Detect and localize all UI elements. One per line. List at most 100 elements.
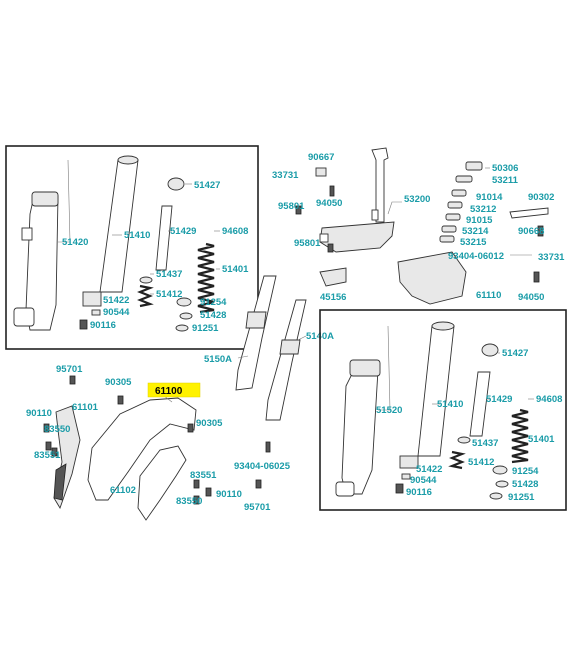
- front-fender-assembly: [43, 375, 271, 521]
- fork-slider-51420: [13, 191, 59, 331]
- spring-51412: [137, 284, 154, 308]
- label-51429-b: 51429: [486, 394, 512, 405]
- label-90667: 90667: [308, 152, 334, 163]
- oring-91251: [175, 324, 189, 332]
- label-53212: 53212: [470, 204, 496, 215]
- label-51429: 51429: [170, 226, 196, 237]
- spring-51401-b: [511, 408, 529, 464]
- left-fork-box: [5, 145, 259, 350]
- steering-stem-assembly: [295, 147, 549, 305]
- label-94050-b: 94050: [518, 292, 544, 303]
- label-53214: 53214: [462, 226, 489, 237]
- label-53215: 53215: [460, 237, 487, 248]
- label-91254: 91254: [200, 297, 227, 308]
- label-90110-b: 90110: [216, 489, 242, 500]
- spring-51412-b: [448, 450, 466, 470]
- label-95701: 95701: [56, 364, 83, 375]
- label-90302: 90302: [528, 192, 554, 203]
- label-51401: 51401: [222, 264, 249, 275]
- label-90544-b: 90544: [410, 475, 437, 486]
- label-90110: 90110: [26, 408, 52, 419]
- oring-91251-b: [489, 492, 503, 500]
- bolt-90116-b: [395, 483, 404, 494]
- label-94608: 94608: [222, 226, 248, 237]
- label-91015: 91015: [466, 215, 493, 226]
- label-53200: 53200: [404, 194, 430, 205]
- label-91254-b: 91254: [512, 466, 539, 477]
- right-fork-assembly: [319, 309, 567, 511]
- center-fork-legs: [235, 275, 307, 421]
- fender-labels: 95701 90305 61100 90110 61101 83550 8355…: [26, 364, 291, 513]
- label-45156: 45156: [320, 292, 346, 303]
- right-fork-box: [319, 309, 567, 511]
- damper-rod-51429: [155, 205, 173, 271]
- label-90544: 90544: [103, 307, 130, 318]
- label-51412: 51412: [156, 289, 182, 300]
- label-95801-b: 95801: [294, 238, 321, 249]
- label-51428-b: 51428: [512, 479, 538, 490]
- label-90116-b: 90116: [406, 487, 432, 498]
- label-90305: 90305: [105, 377, 132, 388]
- label-90116: 90116: [90, 320, 116, 331]
- label-61102: 61102: [110, 485, 136, 496]
- stem-labels: 90667 33731 94050 95801 53200 95801 5030…: [272, 152, 565, 303]
- label-51401-b: 51401: [528, 434, 555, 445]
- label-91251-b: 91251: [508, 492, 535, 503]
- left-fork-assembly: [5, 145, 259, 350]
- seal-91254-b: [492, 465, 508, 475]
- washer-90544-b: [401, 473, 411, 480]
- label-95701-b: 95701: [244, 502, 271, 513]
- label-51427: 51427: [194, 180, 220, 191]
- label-93404-06012: 93404-06012: [448, 251, 504, 262]
- label-51420: 51420: [62, 237, 88, 248]
- label-51422: 51422: [103, 295, 129, 306]
- label-83551-b: 83551: [190, 470, 217, 481]
- label-83551: 83551: [34, 450, 61, 461]
- label-91251: 91251: [192, 323, 219, 334]
- label-94608-b: 94608: [536, 394, 562, 405]
- fork-leg-5140A: [265, 299, 307, 421]
- fork-slider-51520: [335, 359, 381, 497]
- washer-51437: [139, 276, 153, 284]
- clip-51428-b: [495, 480, 509, 488]
- label-51428: 51428: [200, 310, 226, 321]
- label-61110: 61110: [476, 290, 501, 301]
- label-5150A: 5150A: [204, 354, 232, 365]
- front-fender-61100: [87, 397, 197, 501]
- label-90305-b: 90305: [196, 418, 223, 429]
- bracket-45156: [319, 267, 347, 287]
- label-93404-06025: 93404-06025: [234, 461, 291, 472]
- label-51410-b: 51410: [437, 399, 463, 410]
- label-51427-b: 51427: [502, 348, 528, 359]
- spring-51401: [197, 242, 215, 314]
- label-51437: 51437: [156, 269, 182, 280]
- damper-rod-51429-b: [469, 371, 491, 437]
- right-box-labels: 51427 51520 51410 51429 94608 51401 5143…: [376, 348, 562, 503]
- label-83550: 83550: [44, 424, 70, 435]
- label-33731: 33731: [272, 170, 299, 181]
- label-51437-b: 51437: [472, 438, 498, 449]
- label-91014: 91014: [476, 192, 503, 203]
- fork-leg-5150A: [235, 275, 277, 391]
- clip-51428: [179, 312, 193, 320]
- label-51422-b: 51422: [416, 464, 442, 475]
- label-50306: 50306: [492, 163, 518, 174]
- label-61101: 61101: [72, 402, 99, 413]
- label-61100: 61100: [155, 386, 183, 397]
- label-51410: 51410: [124, 230, 150, 241]
- washer-90544: [91, 309, 101, 316]
- fork-cap-51427: [167, 177, 185, 191]
- fork-tube-51410-b: [399, 321, 455, 469]
- fork-tube-51410: [82, 155, 139, 307]
- label-51520: 51520: [376, 405, 402, 416]
- label-53211: 53211: [492, 175, 519, 186]
- label-83550-b: 83550: [176, 496, 202, 507]
- label-95801: 95801: [278, 201, 305, 212]
- washer-51437-b: [457, 436, 471, 444]
- highlight-61100: [147, 382, 201, 398]
- label-33731-b: 33731: [538, 252, 565, 263]
- lock-assembly-61110: [397, 251, 467, 305]
- label-94050: 94050: [316, 198, 342, 209]
- fender-lower-61102: [137, 445, 187, 521]
